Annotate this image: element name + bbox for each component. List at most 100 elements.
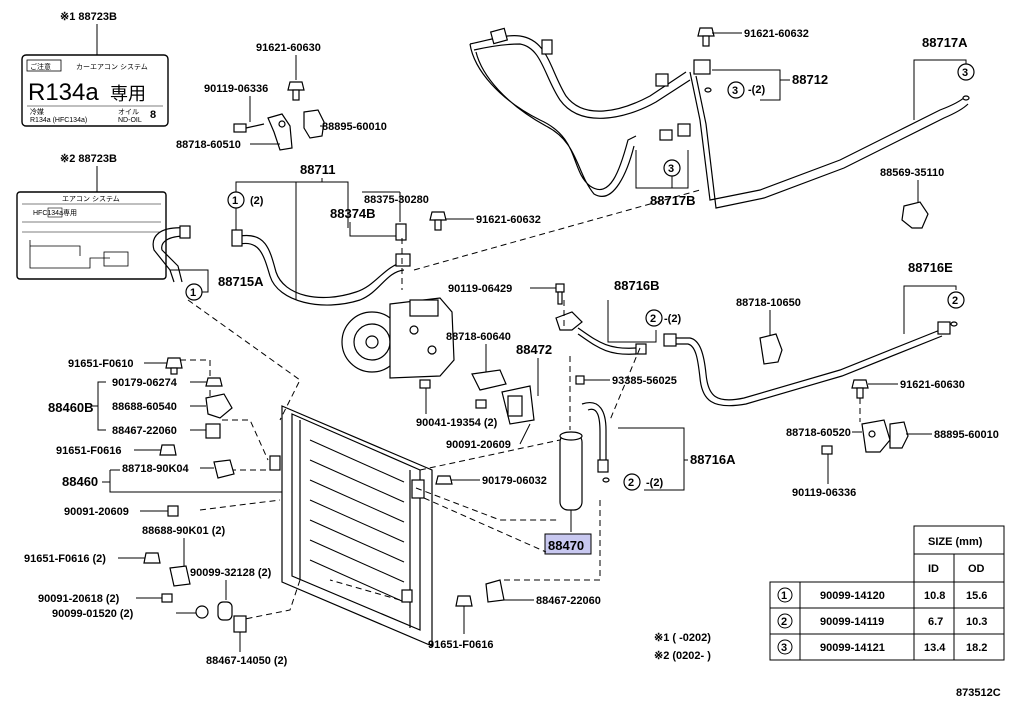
bracket-88716B-fitting [555, 311, 583, 331]
sticker1-small-left2: R134a (HFC134a) [30, 117, 87, 124]
label-88717B: 88717B [650, 193, 696, 208]
label-88718-10650: 88718-10650 [736, 297, 801, 309]
bracket-88688-60540 [205, 393, 233, 419]
bolt-91621-60630-right [851, 379, 869, 399]
bolt-90119-06429 [555, 283, 565, 305]
washer-90099-01520 [195, 605, 209, 619]
size-row-1-part: 90099-14120 [820, 590, 885, 602]
size-row-2-id: 6.7 [928, 616, 943, 628]
clamp-88895-60010-top [303, 109, 325, 139]
svg-text:-(2): -(2) [748, 84, 765, 96]
label-88718-60520: 88718-60520 [786, 427, 851, 439]
sticker1-header-left: ご注意 [30, 62, 51, 71]
bolt-91651-F0616-bottom [455, 595, 473, 607]
label-88467-14050: 88467-14050 (2) [206, 655, 288, 667]
fitting-88715A-top [179, 225, 191, 239]
bracket-88718-60510 [267, 113, 293, 151]
label-93385-56025: 93385-56025 [612, 375, 677, 387]
bolt-90119-06336-top [233, 123, 265, 133]
svg-text:2: 2 [628, 477, 634, 489]
label-88467-22060-left: 88467-22060 [112, 425, 177, 437]
label-90041-19354: 90041-19354 (2) [416, 417, 498, 429]
sticker1-refrigerant: R134a [28, 79, 99, 106]
sticker2-line: HFC134a専用 [33, 208, 77, 217]
label-90119-06336-top: 90119-06336 [204, 83, 268, 95]
label-88688-60540: 88688-60540 [112, 401, 177, 413]
bracket-88718-60640 [471, 369, 507, 391]
bolt-90041-19354 [419, 379, 487, 409]
sticker1-small-right1: オイル [118, 108, 139, 116]
svg-text:3: 3 [732, 85, 738, 97]
size-row-1-id: 10.8 [924, 590, 945, 602]
label-91651-F0616-2: 91651-F0616 (2) [24, 553, 106, 565]
hose-88716A [581, 402, 607, 462]
svg-text:2: 2 [650, 313, 656, 325]
size-row-3-id: 13.4 [924, 642, 946, 654]
bracket-88688-90K01 [169, 565, 191, 587]
label-91621-60630-top: 91621-60630 [256, 42, 321, 54]
bolt-90091-20609-left [167, 505, 179, 517]
size-table-col-od: OD [968, 563, 985, 575]
receiver-dryer-88470 [559, 431, 583, 511]
size-row-3-od: 18.2 [966, 642, 987, 654]
bolt-91621-60632-top [697, 27, 715, 47]
label-91621-60632-mid: 91621-60632 [476, 214, 541, 226]
label-90119-06336-right: 90119-06336 [792, 487, 856, 499]
ring-callout-3-a [727, 81, 745, 99]
sticker1-use-only: 専用 [110, 84, 146, 105]
label-88717A: 88717A [922, 35, 968, 50]
label-90099-01520: 90099-01520 (2) [52, 608, 134, 620]
size-table: SIZE (mm) ID OD 1 90099-14120 10.8 15.6 … [769, 525, 1005, 661]
label-91651-F0616-left: 91651-F0616 [56, 445, 121, 457]
label-91651-F0616-bottom: 91651-F0616 [428, 639, 493, 651]
nut-90179-06032 [435, 475, 453, 485]
bolt-91651-F0610 [165, 357, 183, 375]
svg-text:-(2): -(2) [646, 477, 663, 489]
note-2: ※2 (0202- ) [654, 650, 711, 662]
qty-88711-ring: (2) [250, 195, 264, 207]
bracket-88718-90K04 [213, 459, 235, 479]
fitting-88717B-b [677, 123, 691, 137]
bolt-93385-56025 [575, 375, 585, 385]
valve-88374B [395, 223, 407, 241]
size-row-3-part: 90099-14121 [820, 642, 885, 654]
sticker1-ref: ※1 88723B [60, 11, 117, 23]
bolt-91651-F0616-2 [143, 552, 161, 564]
label-90091-20618: 90091-20618 (2) [38, 593, 120, 605]
pipe-88716E [674, 329, 943, 407]
sticker1-header-right: カーエアコン システム [76, 63, 148, 71]
label-88716A: 88716A [690, 452, 736, 467]
label-88460: 88460 [62, 474, 98, 489]
svg-text:1: 1 [232, 195, 238, 207]
label-91651-F0610: 91651-F0610 [68, 358, 133, 370]
label-88895-60010-right: 88895-60010 [934, 429, 999, 441]
highlight-88470 [544, 533, 592, 555]
size-row-3-num: 3 [781, 642, 787, 654]
label-91621-60632-top: 91621-60632 [744, 28, 809, 40]
label-88569-35110: 88569-35110 [880, 167, 944, 179]
label-88711: 88711 [300, 162, 335, 177]
ring-callout-1-b [185, 283, 203, 301]
label-90179-06274: 90179-06274 [112, 377, 178, 389]
label-88715A: 88715A [218, 274, 264, 289]
label-88467-22060-bottom: 88467-22060 [536, 595, 601, 607]
label-90099-32128: 90099-32128 (2) [190, 567, 272, 579]
size-table-header: SIZE (mm) [928, 536, 983, 548]
sticker2-ref: ※2 88723B [60, 153, 117, 165]
svg-text:-(2): -(2) [664, 313, 681, 325]
svg-text:3: 3 [962, 67, 968, 79]
bracket-88569-35110 [901, 201, 929, 229]
label-88375-30280: 88375-30280 [364, 194, 429, 206]
sticker1-small-right2: ND-OIL [118, 117, 142, 124]
fitting-88717B-a [659, 129, 673, 141]
label-88688-90K01: 88688-90K01 (2) [142, 525, 226, 537]
bracket-88467-14050 [233, 615, 247, 633]
fitting-88711-left [231, 229, 243, 247]
label-88716B: 88716B [614, 278, 660, 293]
clamp-88895-60010-right [889, 421, 909, 449]
clamp-88718-10650 [759, 333, 783, 365]
sticker2-header: エアコン システム [62, 195, 120, 203]
sticker-hfc134a: エアコン システム HFC134a専用 [16, 191, 167, 280]
label-88460B: 88460B [48, 400, 94, 415]
